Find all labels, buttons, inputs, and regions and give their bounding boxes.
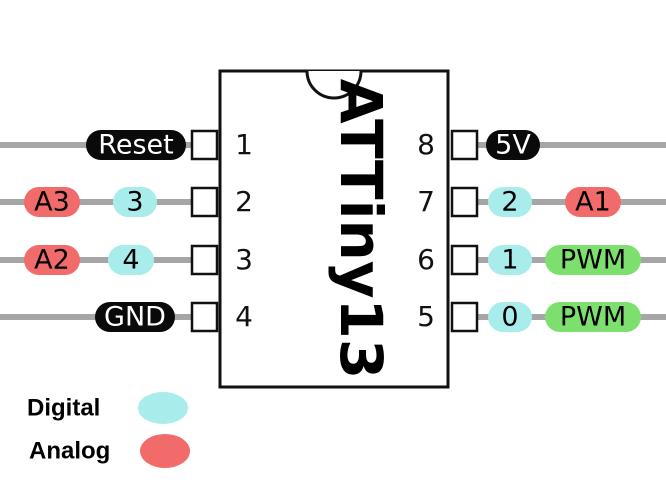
pin-4-labels: GND (95, 302, 175, 333)
pin-6-labels: 1 PWM (488, 245, 641, 276)
chip-body: ATTiny13 (218, 69, 450, 389)
pin-number-7: 7 (417, 185, 435, 218)
pin-8-5v-pill (486, 130, 540, 160)
pin-3-a2-pill (24, 245, 80, 275)
pin-1-reset-pill (86, 130, 186, 160)
chip-notch (305, 70, 363, 100)
pin-pad-8 (450, 129, 479, 161)
pin-3-a2-label: A2 (34, 245, 70, 276)
pin-5-labels: 0 PWM (488, 302, 641, 333)
pin-5-digital-pill (488, 302, 532, 332)
pin-3-digital-pill (108, 245, 154, 275)
pin-4-gnd-label: GND (104, 302, 166, 333)
pin-3-digital-label: 4 (122, 245, 139, 276)
pin-1-labels: Reset (86, 130, 186, 161)
pin-1-reset-label: Reset (98, 130, 173, 161)
pin-pad-7 (450, 186, 479, 218)
pin-2-digital-pill (113, 187, 157, 217)
pin-2-a3-pill (24, 187, 80, 217)
pin-6-digital-label: 1 (501, 245, 518, 276)
pin-pad-5 (450, 301, 479, 333)
pin-7-digital-pill (488, 187, 532, 217)
pin-5-digital-label: 0 (501, 302, 518, 333)
pin-5-pwm-label: PWM (560, 302, 626, 333)
pin-3-labels: A2 4 (24, 245, 154, 276)
legend-digital-label: Digital (27, 394, 100, 421)
pin-number-2: 2 (235, 185, 253, 218)
pin-6-pwm-pill (545, 245, 641, 275)
legend: Digital Analog (27, 392, 190, 468)
pin-5-pwm-pill (545, 302, 641, 332)
pin-6-pwm-label: PWM (560, 245, 626, 276)
pin-pad-3 (190, 244, 219, 276)
pin-4-gnd-pill (95, 302, 175, 332)
legend-analog-label: Analog (29, 437, 110, 464)
pin-7-a1-pill (565, 187, 621, 217)
pin-number-6: 6 (417, 243, 435, 276)
pin-number-3: 3 (235, 243, 253, 276)
pin-8-5v-label: 5V (495, 130, 531, 161)
chip-outline (218, 69, 450, 389)
pin-2-digital-label: 3 (126, 187, 143, 218)
pin-7-labels: 2 A1 (488, 187, 621, 218)
pin-pad-2 (190, 186, 219, 218)
pin-pad-6 (450, 244, 479, 276)
pin-pad-1 (190, 129, 219, 161)
pin-number-5: 5 (417, 300, 435, 333)
pin-numbers: 1 2 3 4 8 7 6 5 (235, 128, 435, 333)
chip-label: ATTiny13 (327, 79, 395, 380)
pin-2-a3-label: A3 (34, 187, 70, 218)
pin-2-labels: A3 3 (24, 187, 157, 218)
pin-7-a1-label: A1 (575, 187, 611, 218)
pin-pads (190, 129, 479, 333)
pin-number-8: 8 (417, 128, 435, 161)
pin-number-4: 4 (235, 300, 253, 333)
pin-6-digital-pill (488, 245, 532, 275)
legend-analog-swatch (140, 434, 190, 468)
pin-7-digital-label: 2 (501, 187, 518, 218)
pin-number-1: 1 (235, 128, 253, 161)
pin-pad-4 (190, 301, 219, 333)
legend-digital-swatch (138, 392, 188, 424)
pin-8-labels: 5V (486, 130, 540, 161)
